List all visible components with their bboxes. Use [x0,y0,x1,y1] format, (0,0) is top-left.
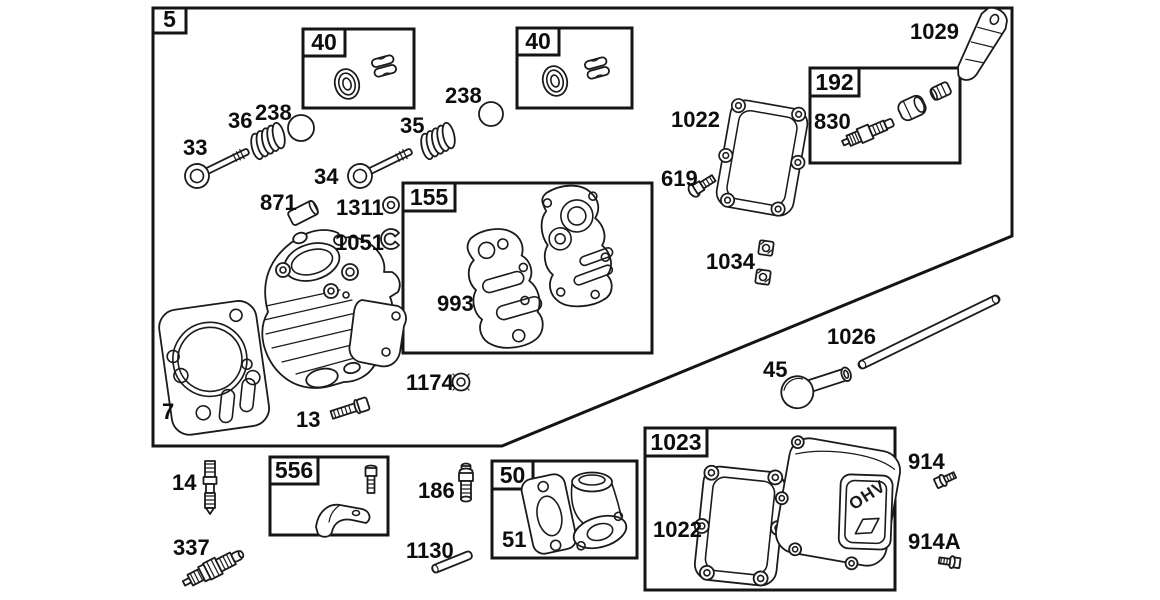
callout-871: 871 [260,190,297,215]
bolt-556 [364,464,378,494]
group-155-label-box [401,181,457,213]
callout-1029: 1029 [910,19,959,44]
callout-36: 36 [228,108,252,133]
callout-13: 13 [296,407,320,432]
valve-seal-40b [538,62,572,100]
cover-gasket-1022-bottom [688,461,792,589]
intake-gasket-51 [520,473,578,555]
group-556-label-box [268,455,320,486]
callout-1034: 1034 [706,249,756,274]
callout-619: 619 [661,166,698,191]
cylinder-head [261,229,407,389]
group-1023-label: 1023 [650,429,701,455]
brand-diamond-logo [854,517,880,535]
screw-619 [687,174,717,198]
group-1023-label-box [643,426,709,458]
rocker-plate-155 [540,184,614,308]
callout-830: 830 [814,109,851,134]
callout-914A: 914A [908,529,961,554]
group-155-outline [401,181,654,355]
valve-keepers-40a [370,53,398,79]
callout-238-exhaust: 238 [445,83,482,108]
fitting-186 [458,462,474,503]
group-50-outline [490,459,639,560]
callout-33: 33 [183,135,207,160]
callout-7: 7 [162,399,174,424]
valve-cap-238-exhaust [478,101,504,127]
bracket-556 [315,503,371,538]
flange-nut-1174 [451,372,471,392]
group-40b-outline [515,26,634,110]
group-155-label: 155 [410,184,449,210]
cover-gasket-1022-top [709,94,815,220]
nut-1034-lower [754,268,772,286]
valve-keepers-40b [583,55,611,81]
group-40b-label: 40 [525,28,551,54]
intake-elbow [570,471,628,551]
group-40b-label-box [515,26,561,57]
group-5-label-box [151,6,188,35]
nut-1034-upper [757,239,775,257]
head-bolt-13 [329,396,371,420]
group-5-label: 5 [163,6,176,32]
callout-186: 186 [418,478,455,503]
callout-1022-bottom: 1022 [653,517,702,542]
callout-238-intake: 238 [255,100,292,125]
group-50-label: 50 [500,462,526,488]
callout-45: 45 [763,357,787,382]
valve-cap-238-intake [287,114,315,142]
spark-plug-337 [181,550,245,587]
retainer-1051 [380,228,400,250]
callout-35: 35 [400,113,424,138]
bracket-1029 [957,6,1008,81]
plug-terminal-830 [929,81,952,101]
callout-1130: 1130 [406,538,454,563]
plug-boot-830 [897,94,927,122]
stud-14 [202,460,218,515]
callout-1026: 1026 [827,324,876,349]
valve-seal-40a [330,65,364,103]
group-40a-label-box [301,27,347,58]
valve-cover: OHV [774,435,901,571]
group-192-label: 192 [815,69,853,95]
group-192-label-box [808,66,861,98]
tappet-45 [780,366,852,410]
callout-993: 993 [437,291,474,316]
callout-51: 51 [502,527,526,552]
push-rod-1026 [857,294,1001,370]
group-556-label: 556 [275,457,313,483]
group-40a-label: 40 [311,29,337,55]
breather-gasket-993 [466,228,544,349]
washer-1311 [382,196,400,214]
callout-1174: 1174 [406,370,454,395]
group-192-outline [808,66,962,165]
spark-plug-830 [841,118,895,147]
callout-34: 34 [314,164,339,189]
main-group-outline [151,6,1014,448]
callout-337: 337 [173,535,210,560]
valve-guide-871 [287,199,319,226]
head-gasket-7 [158,300,270,436]
callout-1311: 1311 [336,195,384,220]
callout-1022-top: 1022 [671,107,720,132]
callout-914: 914 [908,449,945,474]
screw-914A [937,553,962,571]
callout-14: 14 [172,470,197,495]
pin-1130 [431,550,473,574]
group-1023-outline [643,426,897,592]
group-40a-outline [301,27,416,110]
group-boxes: 5 40 40 155 192 556 50 1023 [151,6,962,592]
callout-1051: 1051 [335,230,384,255]
